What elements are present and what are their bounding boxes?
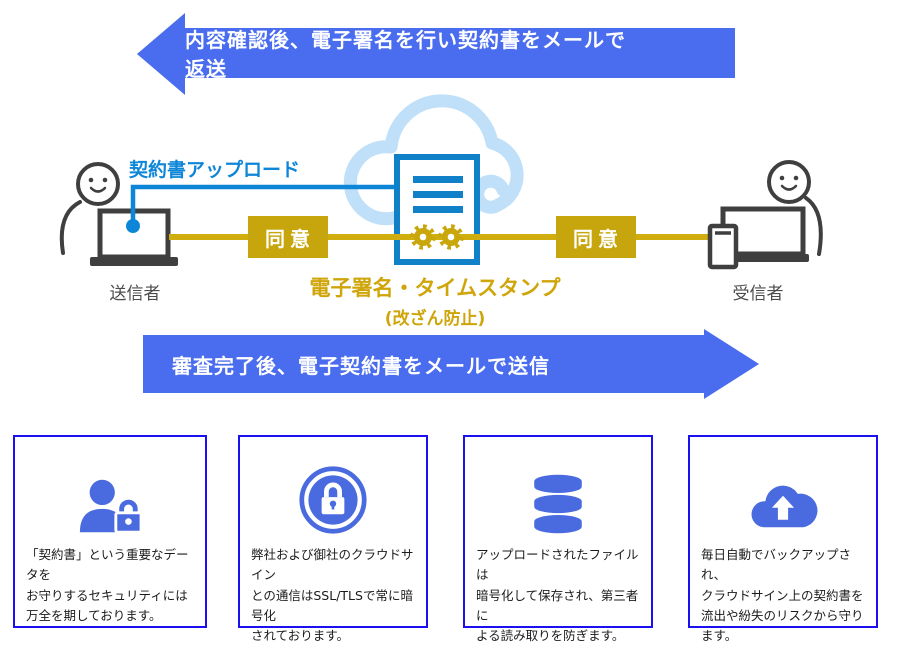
sender-person-icon bbox=[59, 162, 120, 255]
agree-badge-left-label: 同意 bbox=[265, 226, 315, 251]
upload-point-dot bbox=[126, 219, 140, 233]
sender-label: 送信者 bbox=[109, 284, 161, 304]
receiver-label: 受信者 bbox=[732, 284, 784, 304]
agree-badge-left: 同意 bbox=[248, 216, 328, 258]
contract-document-icon bbox=[394, 154, 480, 265]
right-arrowhead-icon bbox=[704, 329, 759, 399]
receiver-phone-icon bbox=[707, 223, 739, 270]
security-card-text: 「契約書」という重要なデータを お守りするセキュリティには 万全を期しております… bbox=[26, 547, 189, 623]
ssl-lock-icon bbox=[240, 437, 426, 535]
cloud-backup-icon bbox=[690, 437, 876, 535]
left-arrowhead-icon bbox=[137, 13, 185, 95]
top-banner-label: 内容確認後、電子署名を行い契約書をメールで返送 bbox=[185, 28, 626, 81]
storage-card-text: アップロードされたファイルは 暗号化して保存され、第三者に よる読み取りを防ぎま… bbox=[476, 547, 639, 643]
bottom-banner: 審査完了後、電子契約書をメールで送信 bbox=[143, 335, 704, 393]
top-banner: 内容確認後、電子署名を行い契約書をメールで返送 bbox=[185, 28, 735, 81]
receiver-person-icon bbox=[767, 160, 823, 256]
bottom-banner-label: 審査完了後、電子契約書をメールで送信 bbox=[172, 353, 550, 378]
agree-badge-right-label: 同意 bbox=[573, 226, 623, 251]
upload-label: 契約書アップロード bbox=[129, 159, 301, 181]
gear-icon bbox=[438, 224, 464, 250]
upload-connector-line bbox=[126, 184, 397, 233]
ssl-card: 弊社および御社のクラウドサイン との通信はSSL/TLSで常に暗号化 されており… bbox=[238, 435, 428, 643]
database-icon bbox=[465, 437, 651, 535]
backup-card: 毎日自動でバックアップされ、 クラウドサイン上の契約書を 流出や紛失のリスクから… bbox=[688, 435, 878, 643]
stamp-title: 電子署名・タイムスタンプ bbox=[309, 276, 561, 300]
backup-card-text: 毎日自動でバックアップされ、 クラウドサイン上の契約書を 流出や紛失のリスクから… bbox=[701, 547, 864, 643]
user-lock-icon bbox=[15, 437, 205, 535]
gear-icon bbox=[410, 224, 436, 250]
security-card: 「契約書」という重要なデータを お守りするセキュリティには 万全を期しております… bbox=[13, 435, 207, 628]
agree-badge-right: 同意 bbox=[556, 216, 636, 258]
stamp-caption: 電子署名・タイムスタンプ (改ざん防止) bbox=[283, 276, 587, 329]
ssl-card-text: 弊社および御社のクラウドサイン との通信はSSL/TLSで常に暗号化 されており… bbox=[251, 547, 414, 643]
storage-card: アップロードされたファイルは 暗号化して保存され、第三者に よる読み取りを防ぎま… bbox=[463, 435, 653, 643]
stamp-note: (改ざん防止) bbox=[384, 309, 486, 330]
